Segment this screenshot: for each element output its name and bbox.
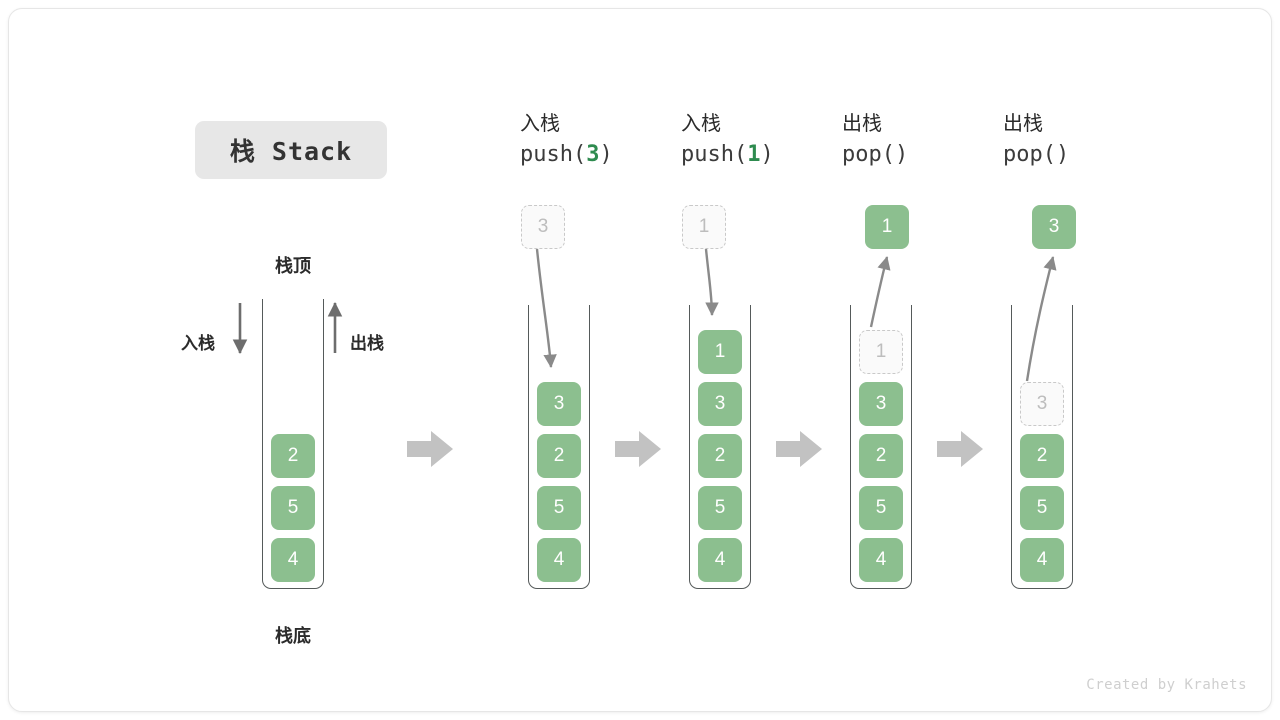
stack-cell: 2	[859, 434, 903, 478]
stack-cell-removed: 3	[1020, 382, 1064, 426]
floating-box-pop-3: 3	[1032, 205, 1076, 249]
label-bottom-of-stack: 栈底	[275, 626, 311, 646]
stack-cell-removed: 1	[859, 330, 903, 374]
step-op-call: pop()	[842, 142, 909, 167]
stack-cell: 3	[537, 382, 581, 426]
flow-arrow-1	[407, 431, 453, 467]
stack-cell: 4	[859, 538, 903, 582]
stack-container-push-3	[528, 305, 590, 589]
label-top-of-stack: 栈顶	[275, 256, 311, 276]
step-op-call: push(3)	[520, 142, 613, 167]
label-push-direction: 入栈	[181, 334, 215, 353]
flow-arrow-4	[937, 431, 983, 467]
step-op-call: push(1)	[681, 142, 774, 167]
stack-container-pop-1	[850, 305, 912, 589]
step-header-pop-3: 出栈 pop()	[1003, 109, 1153, 171]
stack-cell: 5	[1020, 486, 1064, 530]
step-op-label: 入栈	[681, 113, 721, 135]
step-header-pop-1: 出栈 pop()	[842, 109, 992, 171]
stack-cell: 2	[698, 434, 742, 478]
label-pop-direction: 出栈	[350, 334, 384, 353]
stack-cell: 5	[271, 486, 315, 530]
credit-text: Created by Krahets	[1086, 677, 1247, 693]
stack-container-push-1	[689, 305, 751, 589]
stack-cell: 4	[271, 538, 315, 582]
stack-cell: 4	[698, 538, 742, 582]
floating-box-push-3: 3	[521, 205, 565, 249]
diagram-card: 栈 Stack 栈顶 栈底 入栈 出栈 入栈 push(3) 入栈 push(1…	[8, 8, 1272, 712]
floating-box-push-1: 1	[682, 205, 726, 249]
stack-cell: 1	[698, 330, 742, 374]
step-op-call: pop()	[1003, 142, 1070, 167]
stack-cell: 3	[859, 382, 903, 426]
flow-arrow-2	[615, 431, 661, 467]
stack-cell: 5	[859, 486, 903, 530]
stack-container-initial	[262, 299, 324, 589]
stack-cell: 2	[271, 434, 315, 478]
step-op-label: 入栈	[520, 113, 560, 135]
stack-container-pop-3	[1011, 305, 1073, 589]
step-header-push-1: 入栈 push(1)	[681, 109, 831, 171]
stack-cell: 2	[1020, 434, 1064, 478]
floating-box-pop-1: 1	[865, 205, 909, 249]
stack-cell: 3	[698, 382, 742, 426]
title-badge: 栈 Stack	[195, 121, 387, 179]
stack-cell: 5	[537, 486, 581, 530]
step-op-label: 出栈	[842, 113, 882, 135]
stack-cell: 2	[537, 434, 581, 478]
stack-cell: 5	[698, 486, 742, 530]
stack-cell: 4	[537, 538, 581, 582]
stack-cell: 4	[1020, 538, 1064, 582]
page-title: 栈 Stack	[229, 137, 353, 166]
flow-arrow-3	[776, 431, 822, 467]
step-header-push-3: 入栈 push(3)	[520, 109, 670, 171]
step-op-label: 出栈	[1003, 113, 1043, 135]
